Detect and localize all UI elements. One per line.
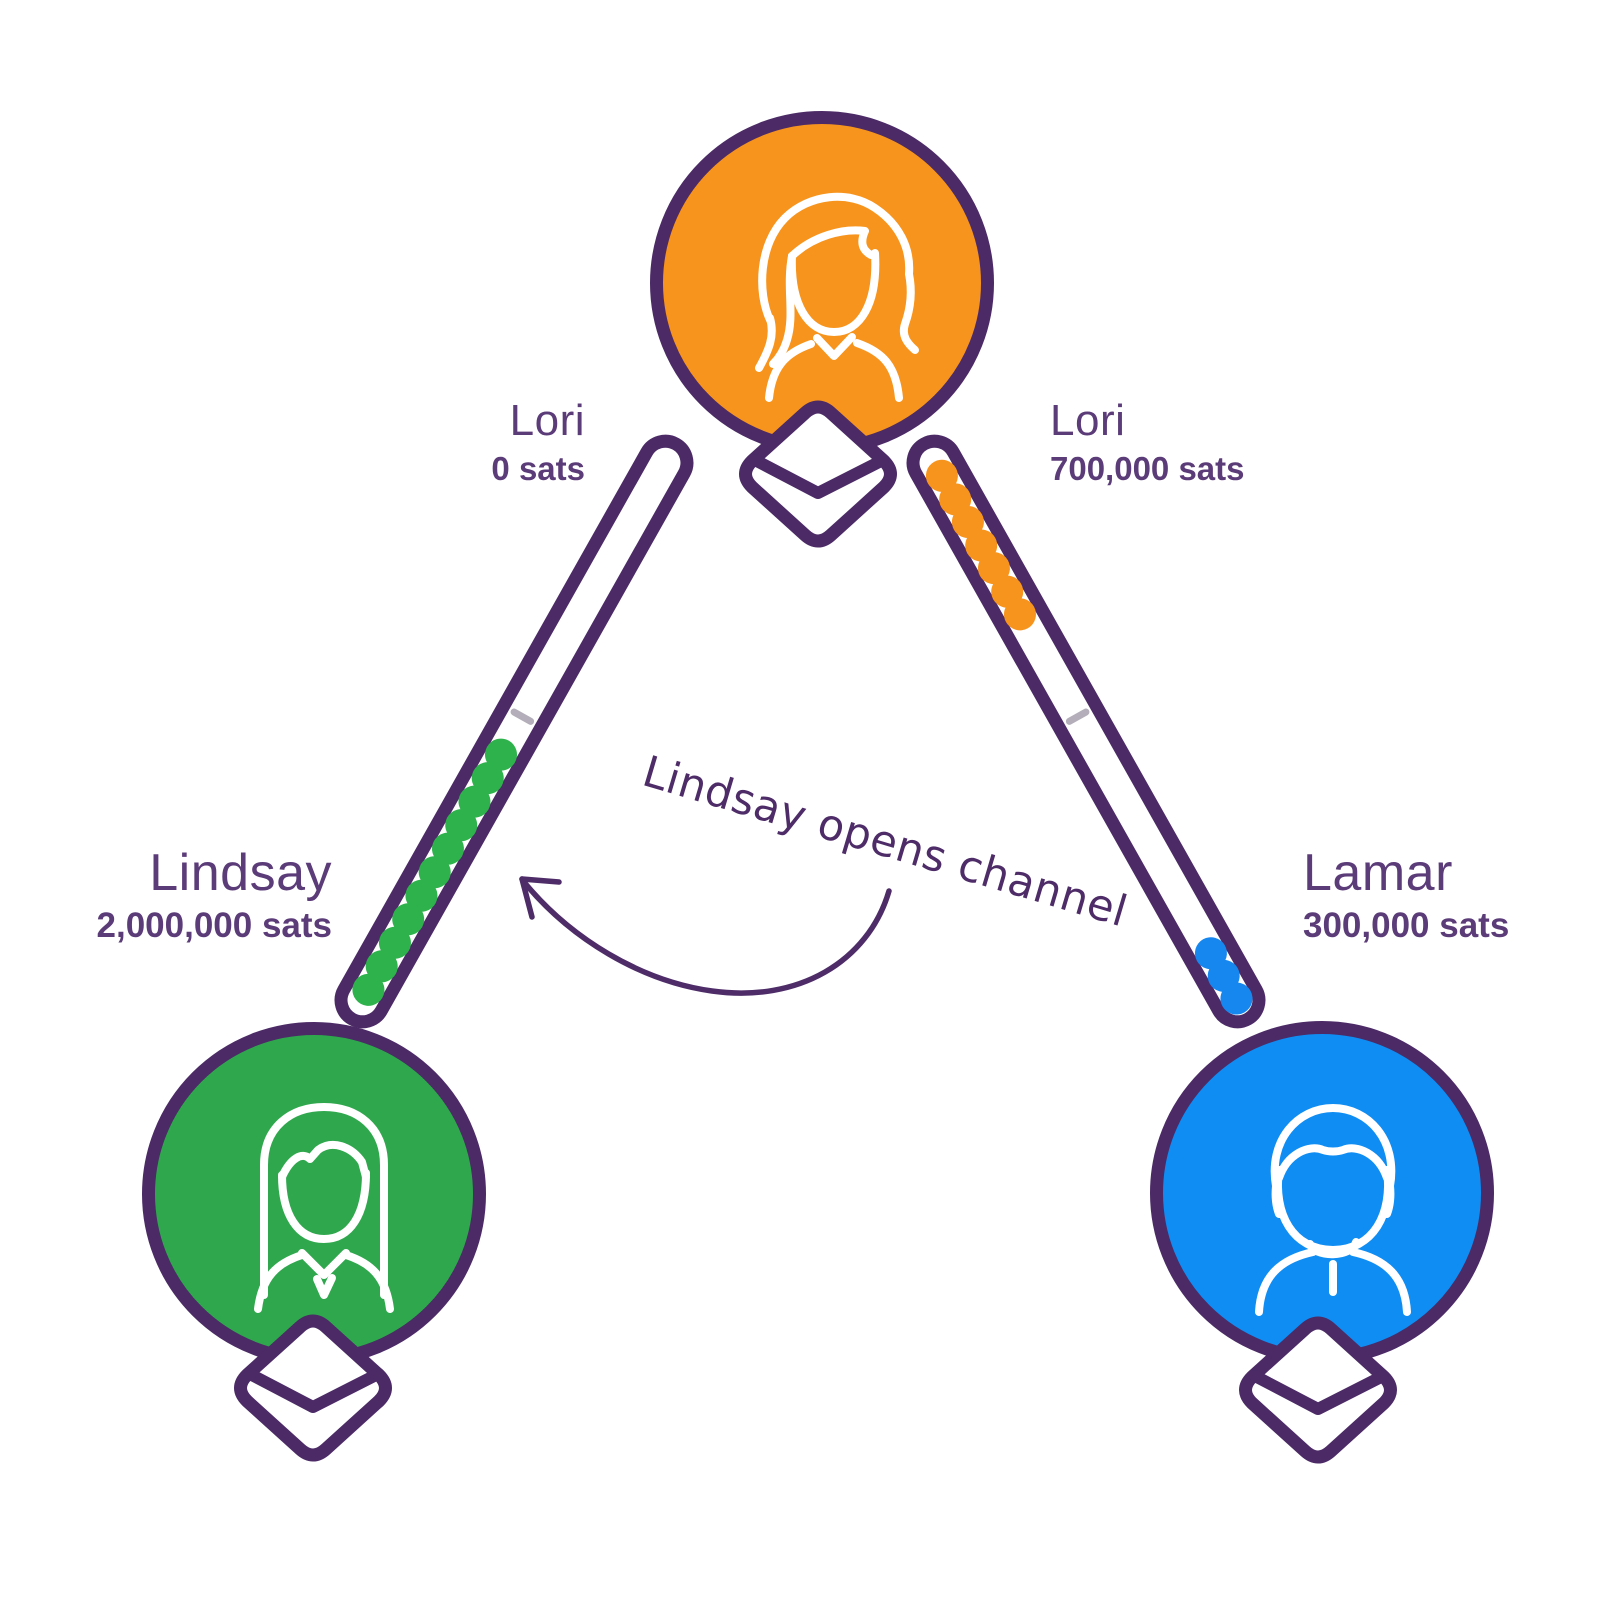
channel-end-label-lori-left: Lori 0 sats [491, 397, 585, 486]
channel-end-label-lamar: Lamar 300,000 sats [1303, 845, 1509, 945]
channel-end-label-lindsay: Lindsay 2,000,000 sats [97, 845, 332, 945]
lori-balance-dots [914, 442, 1042, 637]
woman-wavy-hair-avatar-icon [755, 192, 919, 402]
lamar-node [1150, 1021, 1494, 1365]
channel-midpoint-tick [509, 707, 536, 727]
man-short-hair-avatar-icon [1255, 1104, 1411, 1316]
lamar-node-package-icon [1239, 1316, 1397, 1464]
lamar-balance-dots [914, 442, 1259, 1021]
label-name: Lamar [1303, 844, 1453, 902]
channel-midpoint-tick [1064, 707, 1091, 727]
label-amount: 300,000 sats [1303, 906, 1510, 946]
woman-long-hair-avatar-icon [254, 1103, 394, 1313]
opens-channel-arrow [519, 876, 892, 996]
label-name: Lindsay [149, 844, 332, 902]
label-amount: 0 sats [491, 449, 585, 487]
label-amount: 700,000 sats [1050, 449, 1245, 487]
lindsay-node-package-icon [234, 1314, 392, 1462]
label-amount: 2,000,000 sats [96, 906, 332, 946]
channel-end-label-lori-right: Lori 700,000 sats [1050, 397, 1245, 486]
channel-lori-lamar [896, 424, 1276, 1039]
lindsay-balance-dots [346, 442, 686, 1012]
label-name: Lori [509, 396, 585, 445]
lori-node-package-icon [739, 400, 897, 548]
label-name: Lori [1050, 396, 1126, 445]
